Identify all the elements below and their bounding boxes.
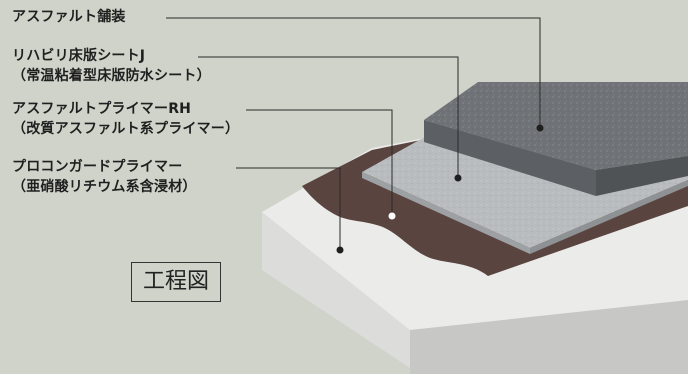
leader-line-rehabiri-sheet bbox=[198, 56, 459, 178]
sublabel-rehabiri-sheet: （常温粘着型床版防水シート） bbox=[12, 68, 211, 84]
leader-line-asphalt-paving bbox=[166, 17, 541, 128]
label-asphalt-paving: アスファルト舗装 bbox=[12, 9, 126, 25]
asphalt-paving-layer bbox=[424, 82, 688, 196]
leader-dot-procon-primer bbox=[336, 246, 344, 254]
sublabel-asphalt-primer: （改質アスファルト系プライマー） bbox=[12, 121, 240, 137]
process-diagram-caption: 工程図 bbox=[131, 262, 221, 302]
label-rehabiri-sheet: リハビリ床版シートJ bbox=[12, 48, 146, 64]
leader-line-procon-primer bbox=[236, 167, 341, 250]
leader-dot-asphalt-primer bbox=[388, 212, 396, 220]
sublabel-procon-primer: （亜硝酸リチウム系含浸材） bbox=[12, 179, 197, 195]
leader-dot-rehabiri-sheet bbox=[454, 174, 462, 182]
label-procon-primer: プロコンガードプライマー bbox=[12, 159, 183, 175]
leader-dot-asphalt-paving bbox=[536, 124, 544, 132]
leader-line-asphalt-primer bbox=[246, 109, 393, 216]
label-asphalt-primer: アスファルトプライマーRH bbox=[12, 101, 192, 117]
